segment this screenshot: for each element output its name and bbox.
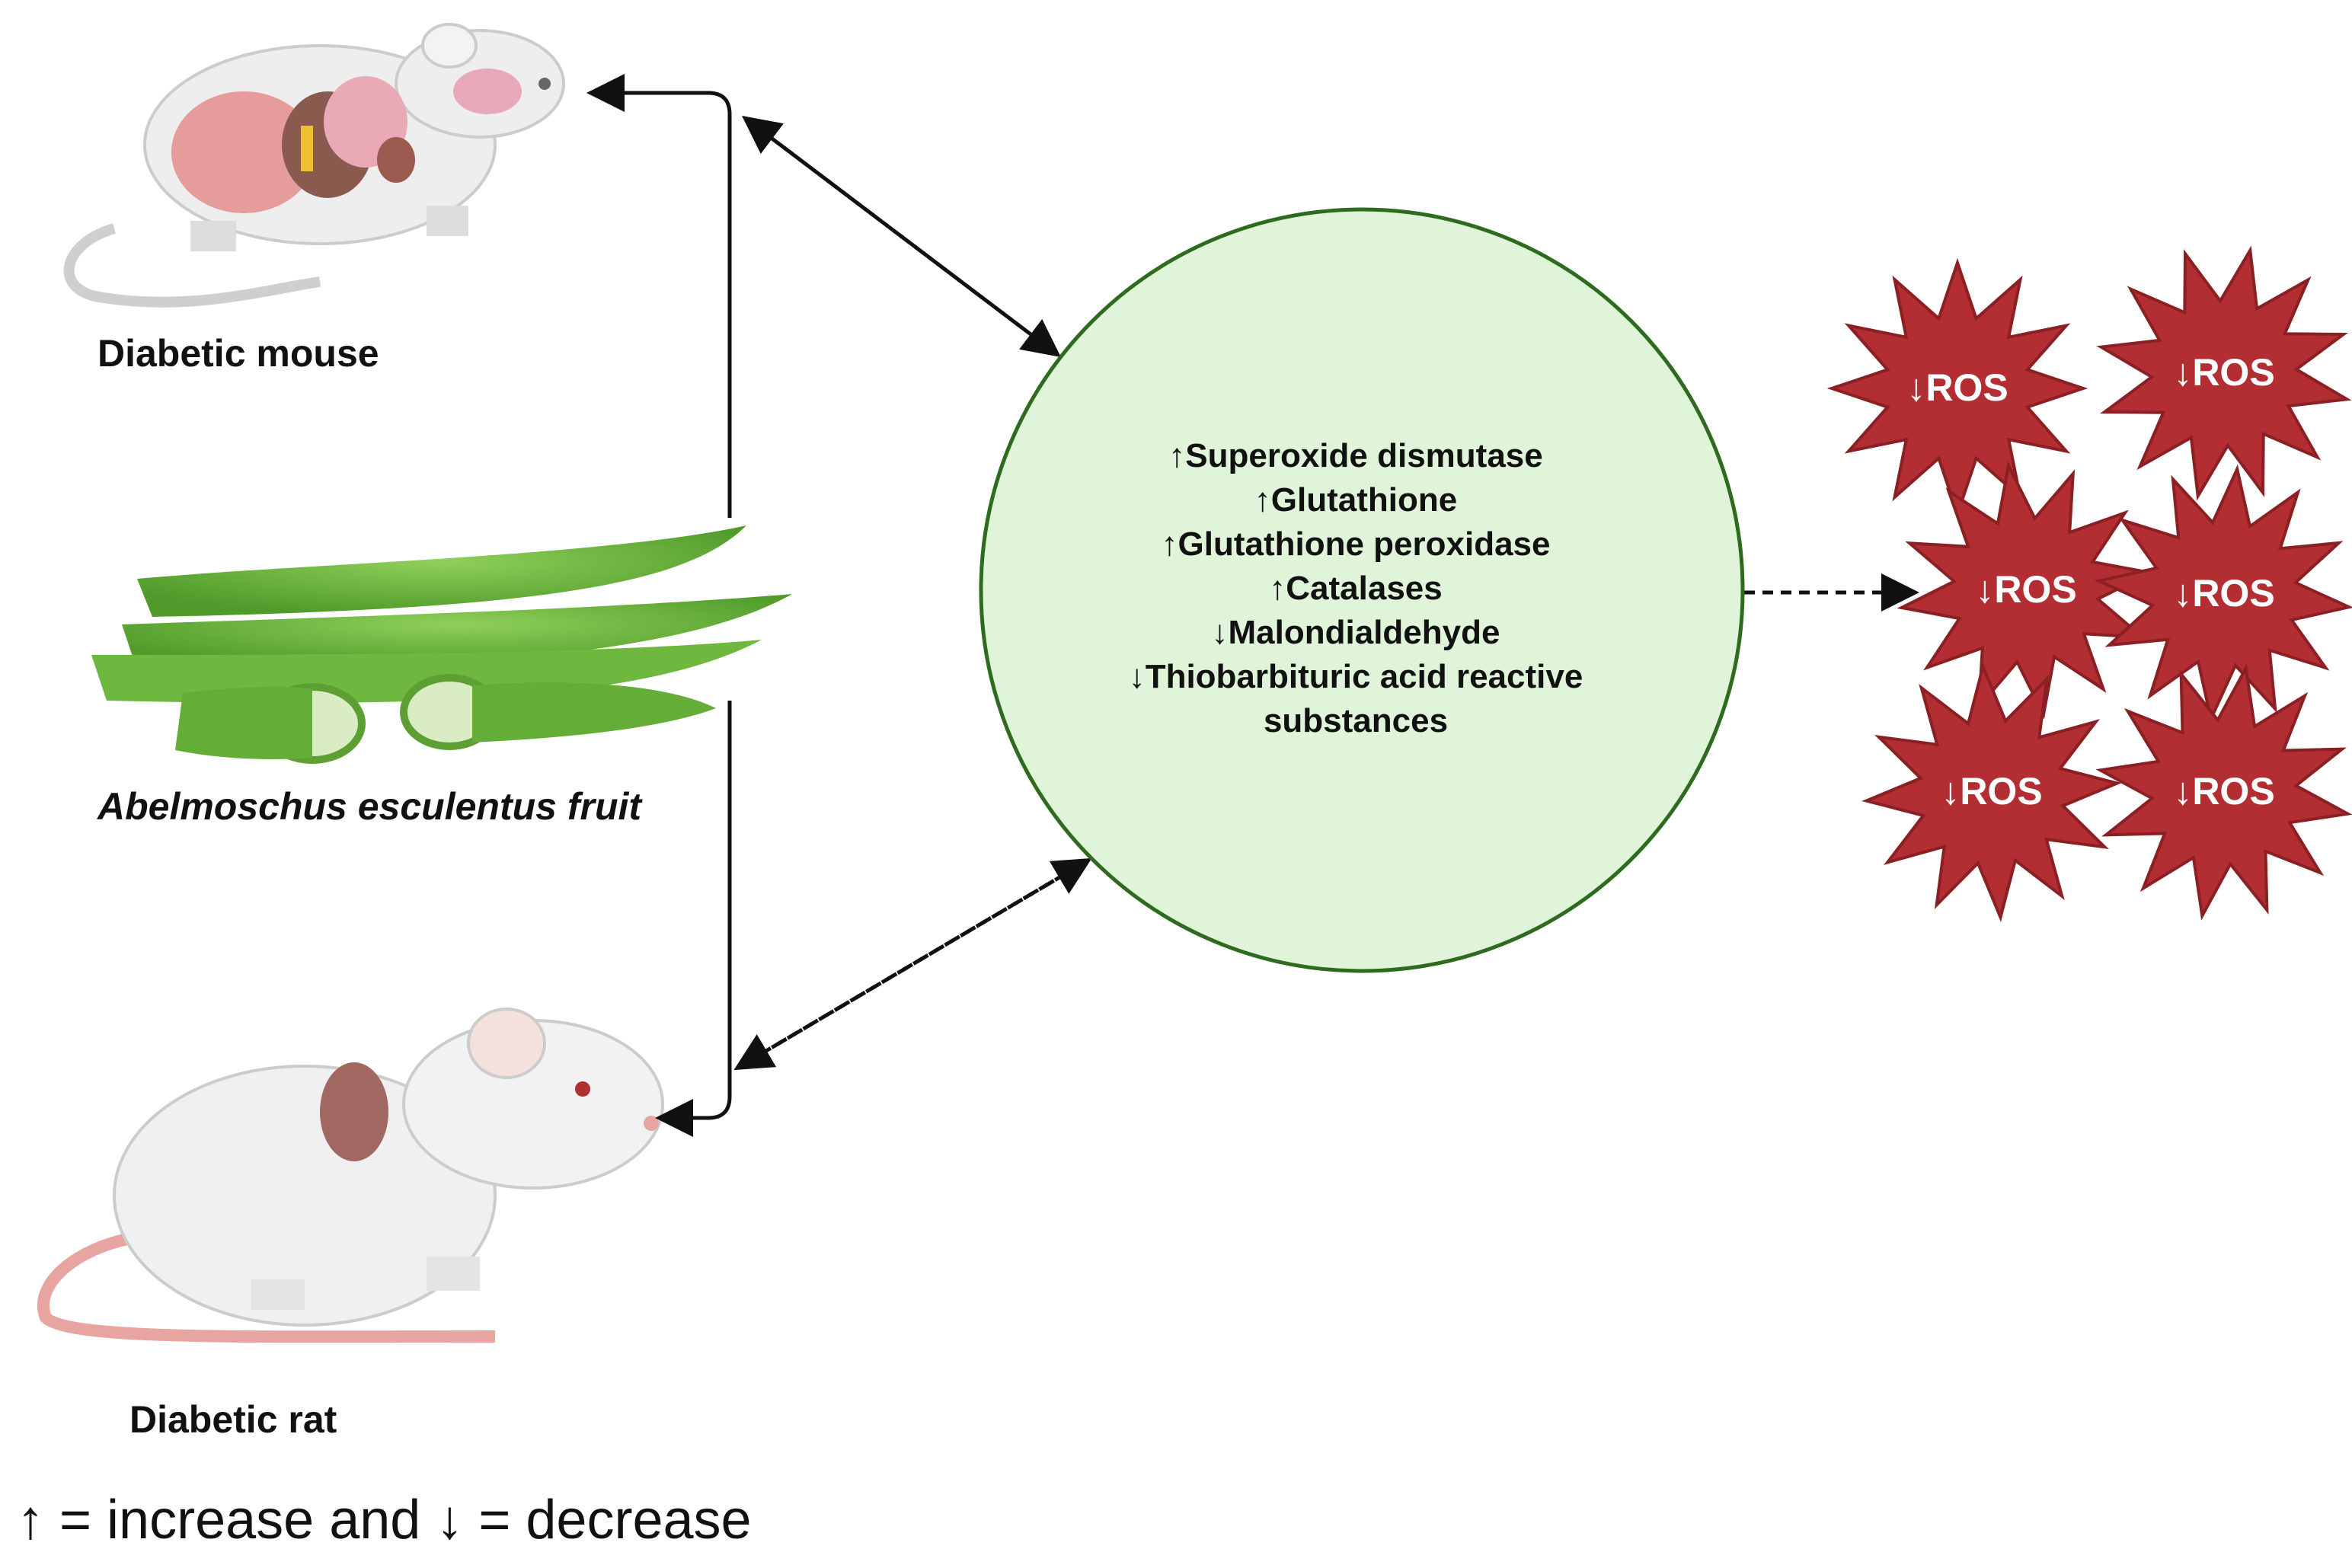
ros-star-group (1826, 245, 2352, 922)
effect-line: substances (1263, 702, 1449, 739)
effect-line: ↑Catalases (1269, 570, 1443, 607)
antioxidant-effects-list: ↑Superoxide dismutase ↑Glutathione ↑Glutat… (1013, 434, 1698, 743)
diabetic-mouse-label: Diabetic mouse (97, 332, 379, 375)
ros-star-label: ↓ROS (2173, 572, 2275, 615)
bracket-connector (586, 74, 732, 1137)
arrow-legend: ↑ = increase and ↓ = decrease (17, 1490, 752, 1550)
ros-star-label: ↓ROS (1906, 366, 2008, 409)
ros-star-label: ↓ROS (1941, 770, 2043, 813)
effect-line: ↓Thiobarbituric acid reactive (1128, 658, 1583, 695)
ros-star-label: ↓ROS (2173, 351, 2275, 394)
mouse-illustration (63, 23, 565, 308)
rat-illustration (37, 1008, 664, 1343)
ros-star (1861, 662, 2122, 922)
okra-label: Abelmoschus esculentus fruit (97, 785, 642, 828)
ros-star-label: ↓ROS (1975, 568, 2077, 611)
ros-star (1897, 461, 2155, 720)
antioxidant-circle (979, 207, 1745, 973)
ros-star (2095, 663, 2352, 921)
effect-line: ↑Superoxide dismutase (1168, 437, 1543, 474)
effect-line: ↑Glutathione peroxidase (1161, 525, 1551, 563)
diabetic-rat-label: Diabetic rat (129, 1398, 337, 1441)
okra-illustration (91, 525, 792, 764)
dashed-arrows (733, 115, 1919, 1071)
ros-star (2094, 464, 2352, 724)
ros-star (2096, 245, 2352, 501)
effect-line: ↓Malondialdehyde (1211, 614, 1500, 651)
ros-star-label: ↓ROS (2173, 770, 2275, 813)
effect-line: ↑Glutathione (1254, 481, 1458, 519)
